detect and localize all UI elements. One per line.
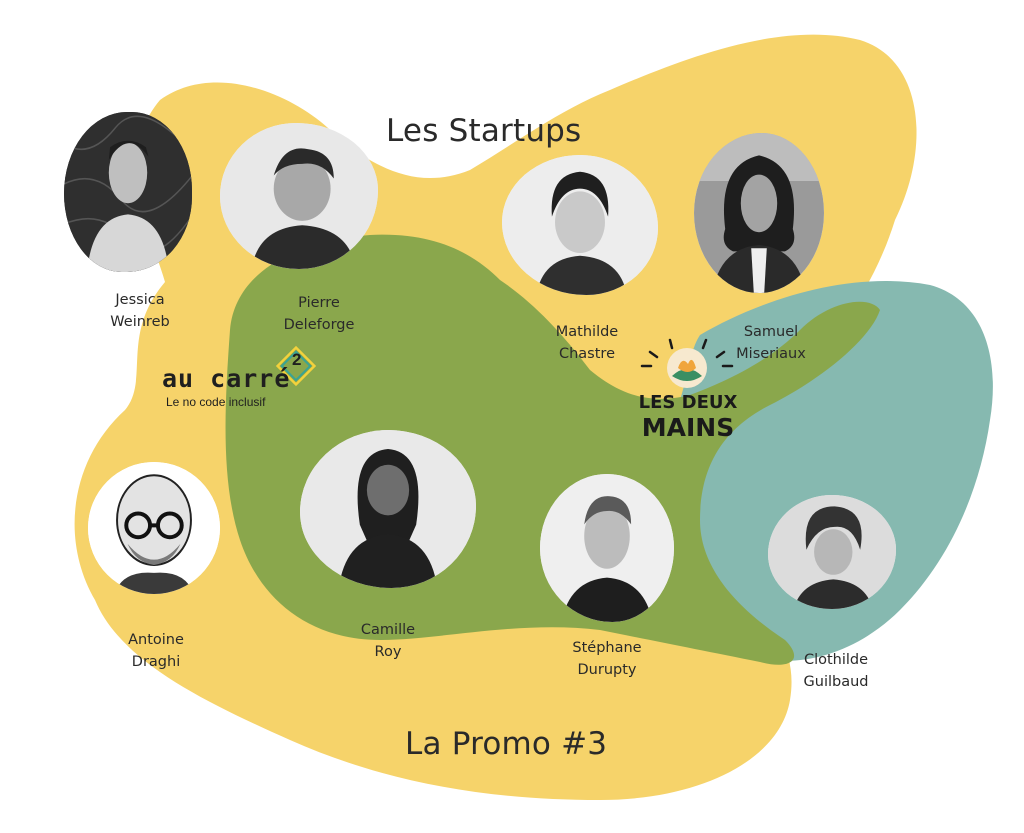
lesdeuxmains-line2: MAINS (641, 413, 735, 442)
promo-title: La Promo #3 (405, 726, 608, 762)
aucarre-tagline: Le no code inclusif (166, 395, 266, 409)
portrait-photo (300, 430, 476, 588)
portrait-photo (540, 474, 674, 622)
first-name: Antoine (128, 632, 184, 648)
last-name: Durupty (577, 662, 637, 678)
aucarre-word: au carré (162, 364, 291, 393)
person-name-antoine: Antoine Draghi (86, 629, 226, 673)
portrait-photo (502, 155, 658, 295)
first-name: Samuel (743, 324, 799, 340)
first-name: Mathilde (555, 324, 619, 340)
person-name-jessica: Jessica Weinreb (70, 289, 210, 333)
first-name: Camille (360, 622, 416, 638)
last-name: Miseriaux (736, 346, 806, 362)
sun-hands-icon (640, 338, 734, 388)
person-name-clothilde: Clothilde Guilbaud (766, 649, 906, 693)
first-name: Pierre (298, 295, 340, 311)
aucarre-logo: 2 au carré Le no code inclusif (162, 340, 322, 410)
portrait-photo (88, 462, 220, 594)
portrait-photo (64, 112, 192, 272)
portrait-photo (220, 123, 378, 269)
portrait-photo (768, 495, 896, 609)
last-name: Weinreb (110, 314, 170, 330)
last-name: Guilbaud (803, 674, 869, 690)
lesdeuxmains-logo: LES DEUX MAINS (632, 338, 742, 450)
person-name-pierre: Pierre Deleforge (249, 292, 389, 336)
first-name: Jessica (115, 292, 165, 308)
aucarre-exponent: 2 (292, 350, 302, 369)
person-name-camille: Camille Roy (318, 619, 458, 663)
lesdeuxmains-line1: LES DEUX (638, 392, 738, 413)
portrait-photo (694, 133, 824, 293)
last-name: Draghi (131, 654, 181, 670)
person-name-samuel: Samuel Miseriaux (701, 321, 841, 365)
diamond-icon (275, 345, 317, 387)
first-name: Clothilde (803, 652, 869, 668)
last-name: Roy (374, 644, 402, 660)
first-name: Stéphane (572, 640, 642, 656)
person-name-mathilde: Mathilde Chastre (517, 321, 657, 365)
last-name: Chastre (558, 346, 615, 362)
person-name-stephane: Stéphane Durupty (537, 637, 677, 681)
startups-title: Les Startups (386, 113, 582, 149)
last-name: Deleforge (283, 317, 355, 333)
